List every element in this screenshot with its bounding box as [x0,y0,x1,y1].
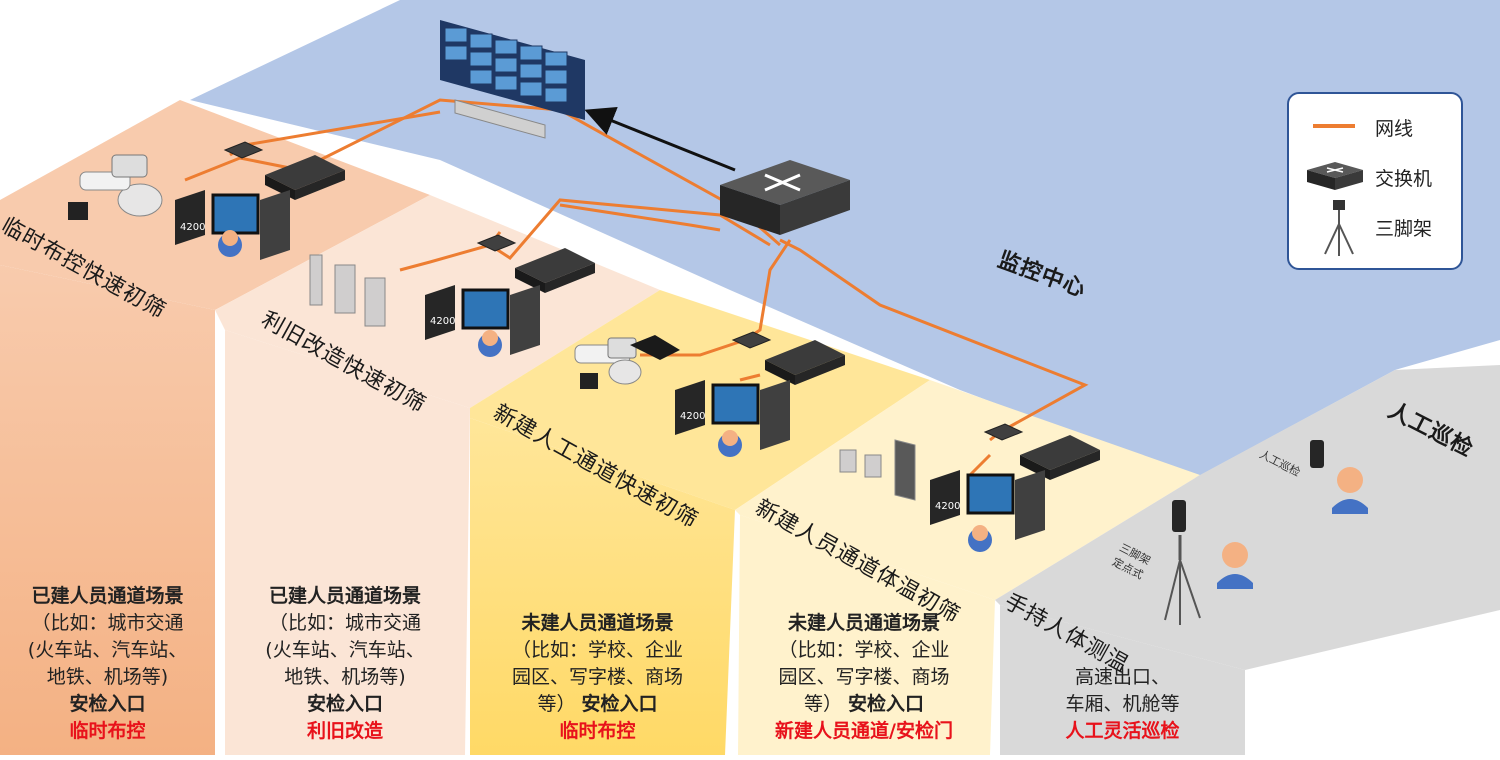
caption-3-entry: 安检入口 [581,693,658,715]
caption-4-highlight: 新建人员通道/安检门 [775,720,953,742]
caption-4-line2: 园区、写字楼、商场 [778,666,950,688]
caption-1: 已建人员通道场景 （比如：城市交通 (火车站、汽车站、 地铁、机场等) 安检入口… [0,583,215,745]
caption-3-line1: （比如：学校、企业 [511,639,683,661]
caption-3-entry-prefix: 等） [537,693,576,715]
tripod-icon [1324,200,1354,256]
caption-2-highlight: 利旧改造 [306,720,383,742]
caption-5-line1: 高速出口、 [1074,666,1170,688]
video-wall-icon [440,20,585,139]
zone3-wall [470,418,735,755]
turnstile-icons [309,254,916,501]
server-model-label-1: 4200 [180,222,206,233]
caption-3-title: 未建人员通道场景 [521,612,674,634]
caption-1-highlight: 临时布控 [69,720,146,742]
caption-2: 已建人员通道场景 （比如：城市交通 (火车站、汽车站、 地铁、机场等) 安检入口… [225,583,465,745]
zone5-wall [1000,605,1245,755]
caption-2-line2: (火车站、汽车站、 [265,639,425,661]
caption-2-entry: 安检入口 [306,693,383,715]
caption-2-line3: 地铁、机场等) [284,666,406,688]
caption-1-entry: 安检入口 [69,693,146,715]
workstation-icons [175,190,1045,552]
caption-2-title: 已建人员通道场景 [268,585,421,607]
caption-4-title: 未建人员通道场景 [787,612,940,634]
caption-3-line2: 园区、写字楼、商场 [511,666,683,688]
caption-4-entry-prefix: 等） [803,693,842,715]
caption-1-line1: （比如：城市交通 [31,612,184,634]
legend: 网线 交换机 三脚架 [1287,92,1463,270]
legend-tripod-label: 三脚架 [1375,218,1433,240]
caption-3-highlight: 临时布控 [559,720,636,742]
caption-1-line2: (火车站、汽车站、 [27,639,188,661]
server-model-label-3: 4200 [680,411,706,422]
legend-switch: 交换机 [1289,158,1461,198]
caption-4: 未建人员通道场景 （比如：学校、企业 园区、写字楼、商场 等） 安检入口 新建人… [738,610,990,745]
legend-switch-label: 交换机 [1375,168,1433,190]
caption-2-line1: （比如：城市交通 [268,612,421,634]
caption-4-entry: 安检入口 [848,693,925,715]
legend-cable: 网线 [1289,108,1461,148]
zone5-floor [995,365,1500,670]
zone1-wall [0,265,215,755]
server-model-label-4: 4200 [935,501,961,512]
thermal-camera-icons [68,154,680,389]
switch-icons [223,141,1024,441]
caption-5: 高速出口、 车厢、机舱等 人工灵活巡检 [1000,664,1245,745]
caption-4-line1: （比如：学校、企业 [778,639,950,661]
legend-tripod: 三脚架 [1289,200,1461,256]
caption-5-highlight: 人工灵活巡检 [1065,720,1180,742]
zone2-wall [225,330,470,755]
caption-5-line2: 车厢、机舱等 [1065,693,1180,715]
legend-cable-label: 网线 [1375,118,1414,140]
caption-1-title: 已建人员通道场景 [31,585,184,607]
cable-line-icon [1313,124,1355,128]
patrol-figure-icons [1164,440,1368,625]
switch-icon [1307,162,1363,190]
uplink-arrow [584,106,736,172]
caption-3: 未建人员通道场景 （比如：学校、企业 园区、写字楼、商场 等） 安检入口 临时布… [470,610,725,745]
caption-1-line3: 地铁、机场等) [46,666,169,688]
zone4-wall [738,515,995,755]
server-model-label-2: 4200 [430,316,456,327]
core-switch-icon [720,160,850,235]
